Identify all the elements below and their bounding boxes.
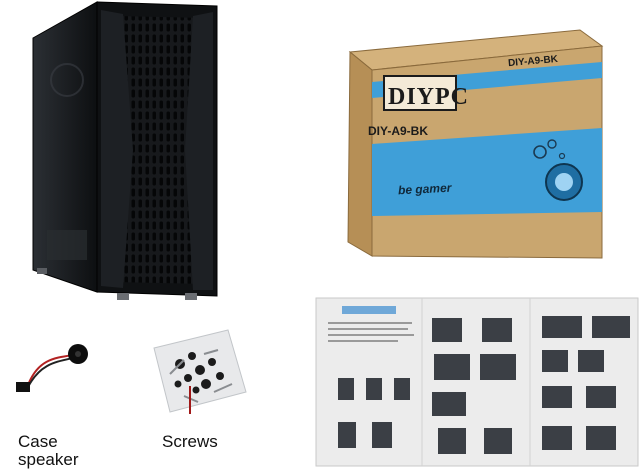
screws-bag-image [153, 329, 247, 414]
case-speaker-image [16, 344, 88, 392]
box-model-side: DIY-A9-BK [368, 124, 429, 138]
retail-box-image [347, 29, 604, 259]
speaker-caption-line-2: speaker [18, 450, 79, 469]
pc-case-image [32, 1, 218, 300]
box-brand-mark: DIYPC [388, 84, 469, 110]
box-slogan: be gamer [397, 180, 452, 198]
manual-sheet-image [315, 297, 639, 467]
screws-caption: Screws [162, 432, 218, 451]
speaker-caption-line-1: Case [18, 432, 58, 451]
